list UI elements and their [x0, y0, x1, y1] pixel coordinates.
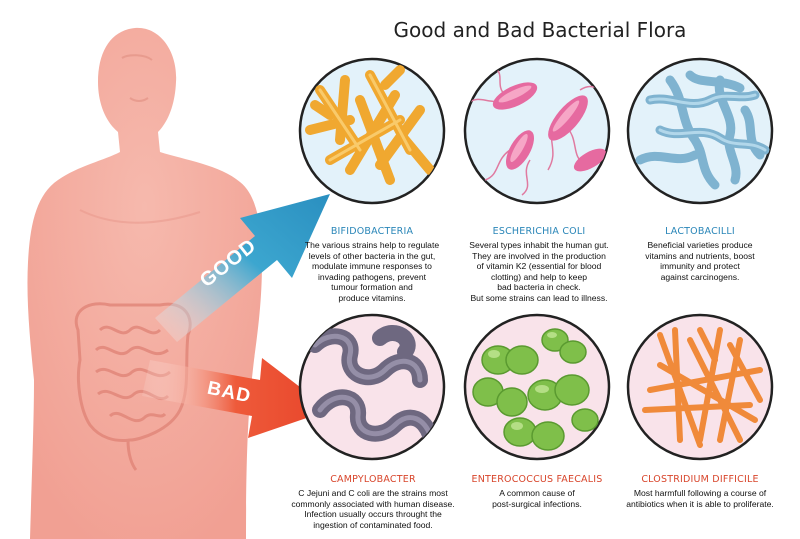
bacteria-description: Beneficial varieties produce vitamins an…	[645, 240, 755, 282]
enterococcus-faecalis-card: ENTEROCOCCUS FAECALIS A common cause of …	[457, 474, 617, 509]
clostridium-difficile-card: CLOSTRIDIUM DIFFICILE Most harmfull foll…	[612, 474, 788, 509]
bacteria-name: LACTOBACILLI	[665, 226, 735, 237]
lactobacilli-illustration	[626, 57, 774, 205]
enterococcus-faecalis-illustration	[463, 313, 611, 461]
bacteria-description: A common cause of post-surgical infectio…	[492, 488, 582, 509]
escherichia-coli-card: ESCHERICHIA COLI Several types inhabit t…	[455, 226, 623, 304]
bacteria-name: BIFIDOBACTERIA	[330, 226, 414, 237]
campylobacter-illustration	[298, 313, 446, 461]
bacteria-description: C Jejuni and C coli are the strains most…	[291, 488, 455, 530]
page-title: Good and Bad Bacterial Flora	[393, 18, 687, 42]
bacteria-name: ESCHERICHIA COLI	[492, 226, 586, 237]
bifidobacteria-illustration	[298, 57, 446, 205]
bad-arrow: BAD	[142, 358, 330, 438]
clostridium-difficile-illustration	[626, 313, 774, 461]
bacteria-description: The various strains help to regulate lev…	[304, 240, 440, 303]
campylobacter-card: CAMPYLOBACTER C Jejuni and C coli are th…	[284, 474, 462, 530]
lactobacilli-card: LACTOBACILLI Beneficial varieties produc…	[620, 226, 780, 282]
bacteria-name: CAMPYLOBACTER	[330, 474, 416, 485]
bifidobacteria-card: BIFIDOBACTERIA The various strains help …	[292, 226, 452, 304]
escherichia-coli-illustration	[463, 57, 611, 205]
intestines-illustration	[74, 302, 192, 471]
bacteria-description: Most harmfull following a course of anti…	[626, 488, 774, 509]
bacteria-name: CLOSTRIDIUM DIFFICILE	[641, 474, 759, 485]
bacteria-description: Several types inhabit the human gut. The…	[469, 240, 609, 303]
human-body-figure	[27, 27, 262, 539]
bacteria-name: ENTEROCOCCUS FAECALIS	[471, 474, 603, 485]
